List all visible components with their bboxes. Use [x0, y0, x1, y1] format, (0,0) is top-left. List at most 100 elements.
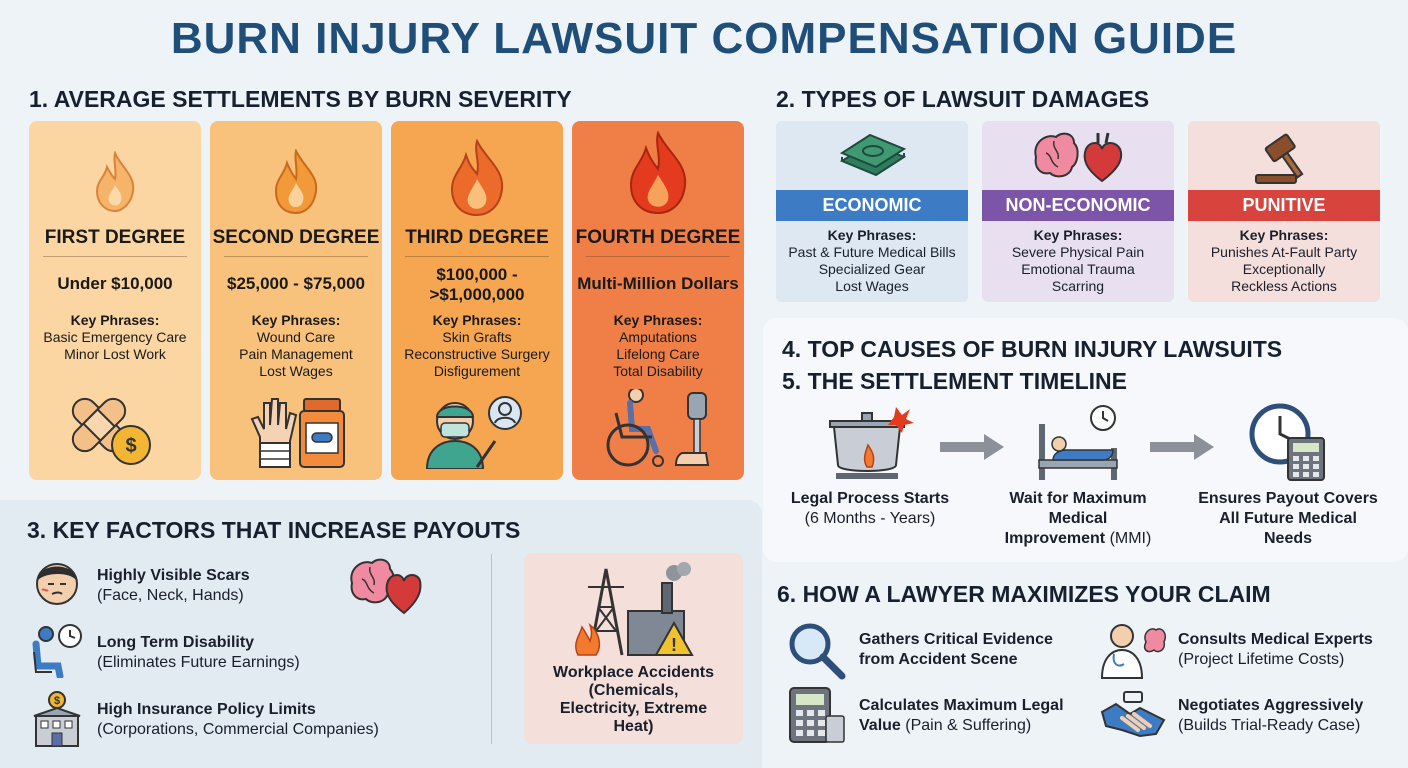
phrase: Lifelong Care	[616, 346, 700, 362]
phrase: Reconstructive Surgery	[404, 346, 550, 362]
hospital-bed-icon	[1038, 405, 1118, 480]
step-title-line2: All Future Medical	[1219, 510, 1357, 527]
phrase: Total Disability	[613, 363, 703, 379]
key-phrases-label: Key Phrases:	[432, 312, 522, 328]
step-title: Wait for Maximum	[1009, 490, 1147, 507]
timeline-step-3: Ensures Payout Covers All Future Medical…	[1188, 489, 1388, 549]
damage-type-label: NON-ECONOMIC	[982, 190, 1174, 221]
key-phrases-label: Key Phrases:	[70, 312, 160, 328]
section1-heading: 1. AVERAGE SETTLEMENTS BY BURN SEVERITY	[29, 86, 572, 112]
svg-text:!: !	[671, 635, 677, 655]
arrow-right-icon	[1150, 434, 1214, 460]
page-title: BURN INJURY LAWSUIT COMPENSATION GUIDE	[170, 14, 1238, 63]
degree-label: THIRD DEGREE	[405, 227, 549, 248]
settlement-amount: $25,000 - $75,000	[226, 274, 365, 293]
svg-text:$: $	[125, 435, 136, 457]
step-sub: (6 Months - Years)	[804, 510, 936, 527]
settlement-amount: Under $10,000	[57, 274, 173, 293]
lawyer-action-subtitle: (Pain & Suffering)	[900, 717, 1032, 734]
section2-heading: 2. TYPES OF LAWSUIT DAMAGES	[776, 86, 1150, 112]
phrase: Past & Future Medical Bills	[788, 244, 956, 260]
economic-damages-card: ECONOMIC Key Phrases: Past & Future Medi…	[776, 121, 968, 302]
bandaged-hand-pill-bottle-icon	[250, 398, 345, 468]
flame-icon	[450, 139, 504, 217]
divider	[43, 256, 187, 257]
step-title-line3: Needs	[1263, 530, 1313, 547]
third-degree-card: THIRD DEGREE $100,000 - >$1,000,000 Key …	[391, 121, 563, 480]
face-icon	[36, 563, 78, 605]
phrase: Exceptionally	[1242, 261, 1326, 277]
clock-calculator-icon	[1249, 403, 1325, 481]
person-clock-icon	[32, 624, 82, 678]
step-title: Ensures Payout Covers	[1198, 490, 1378, 507]
handshake-icon	[1100, 691, 1166, 738]
key-phrases-label: Key Phrases:	[827, 227, 917, 243]
factor-subtitle: (Corporations, Commercial Companies)	[97, 721, 379, 738]
step-title: Legal Process Starts	[790, 490, 950, 507]
phrase: Punishes At-Fault Party	[1210, 244, 1358, 260]
phrase: Lost Wages	[835, 278, 909, 294]
non-economic-damages-card: NON-ECONOMIC Key Phrases: Severe Physica…	[982, 121, 1174, 302]
degree-label: SECOND DEGREE	[212, 227, 380, 248]
key-phrases-label: Key Phrases:	[1033, 227, 1123, 243]
arrow-right-icon	[940, 434, 1004, 460]
industrial-hazard-icon: !	[575, 562, 694, 656]
lawyer-action-title: Consults Medical Experts	[1178, 631, 1373, 648]
svg-text:$: $	[54, 695, 60, 707]
damage-type-label: ECONOMIC	[776, 190, 968, 221]
lawyer-action-title-line2: Value	[859, 717, 901, 734]
phrase: Minor Lost Work	[64, 346, 166, 362]
key-phrases-label: Key Phrases:	[1239, 227, 1329, 243]
settlement-amount: $100,000 -	[436, 265, 518, 284]
surgeon-icon	[425, 396, 522, 469]
lawyer-action-title: Calculates Maximum Legal	[859, 697, 1064, 714]
phrase: Basic Emergency Care	[43, 329, 187, 345]
flame-icon	[95, 151, 135, 213]
divider	[586, 256, 730, 257]
timeline-step-1: Legal Process Starts (6 Months - Years)	[770, 489, 970, 529]
factor-title: Long Term Disability	[97, 634, 255, 651]
gavel-icon	[1255, 133, 1304, 184]
phrase: Lost Wages	[259, 363, 333, 379]
factor-subtitle: (Eliminates Future Earnings)	[97, 654, 300, 671]
lawyer-action-title-line2: from Accident Scene	[859, 651, 1018, 668]
degree-label: FOURTH DEGREE	[575, 227, 741, 248]
factor-subtitle: (Face, Neck, Hands)	[97, 587, 244, 604]
phrase: Reckless Actions	[1231, 278, 1337, 294]
pot-fire-icon	[829, 407, 914, 479]
section5-heading: 5. THE SETTLEMENT TIMELINE	[782, 368, 1128, 394]
lawyer-action-title: Negotiates Aggressively	[1178, 697, 1364, 714]
divider	[224, 256, 368, 257]
phrase: Emotional Trauma	[1021, 261, 1135, 277]
wheelchair-prosthetic-icon	[606, 389, 710, 467]
section3-heading: 3. KEY FACTORS THAT INCREASE PAYOUTS	[27, 517, 521, 543]
lawyer-action-subtitle: (Builds Trial-Ready Case)	[1178, 717, 1361, 734]
settlement-amount-line2: >$1,000,000	[429, 285, 525, 304]
damage-type-label: PUNITIVE	[1188, 190, 1380, 221]
step-title-line3: Improvement	[1004, 530, 1106, 547]
phrase: Wound Care	[256, 329, 336, 345]
timeline-step-2: Wait for Maximum Medical Improvement (MM…	[978, 489, 1178, 549]
key-phrases-label: Key Phrases:	[613, 312, 703, 328]
lawyer-action-title: Gathers Critical Evidence	[859, 631, 1053, 648]
phrase: Severe Physical Pain	[1011, 244, 1145, 260]
section4-heading: 4. TOP CAUSES OF BURN INJURY LAWSUITS	[782, 336, 1283, 362]
divider	[491, 554, 492, 744]
lawyer-action-line2: Value (Pain & Suffering)	[859, 716, 1031, 736]
money-stack-icon	[839, 133, 907, 177]
second-degree-card: SECOND DEGREE $25,000 - $75,000 Key Phra…	[210, 121, 382, 480]
flame-icon	[629, 131, 687, 215]
magnifier-icon	[789, 623, 846, 680]
section6-heading: 6. HOW A LAWYER MAXIMIZES YOUR CLAIM	[777, 581, 1271, 607]
first-degree-card: FIRST DEGREE Under $10,000 Key Phrases: …	[29, 121, 201, 480]
fourth-degree-card: FOURTH DEGREE Multi-Million Dollars Key …	[572, 121, 744, 480]
phrase: Scarring	[1051, 278, 1105, 294]
factor-title: High Insurance Policy Limits	[97, 701, 316, 718]
step-sub: (MMI)	[1105, 530, 1152, 547]
workplace-line: Heat)	[613, 718, 654, 735]
workplace-line: (Chemicals,	[588, 682, 679, 699]
factor-title: Highly Visible Scars	[97, 567, 250, 584]
divider	[405, 256, 549, 257]
phrase: Amputations	[619, 329, 697, 345]
workplace-accidents-card: ! Workplace Accidents (Chemicals, Electr…	[524, 553, 743, 744]
